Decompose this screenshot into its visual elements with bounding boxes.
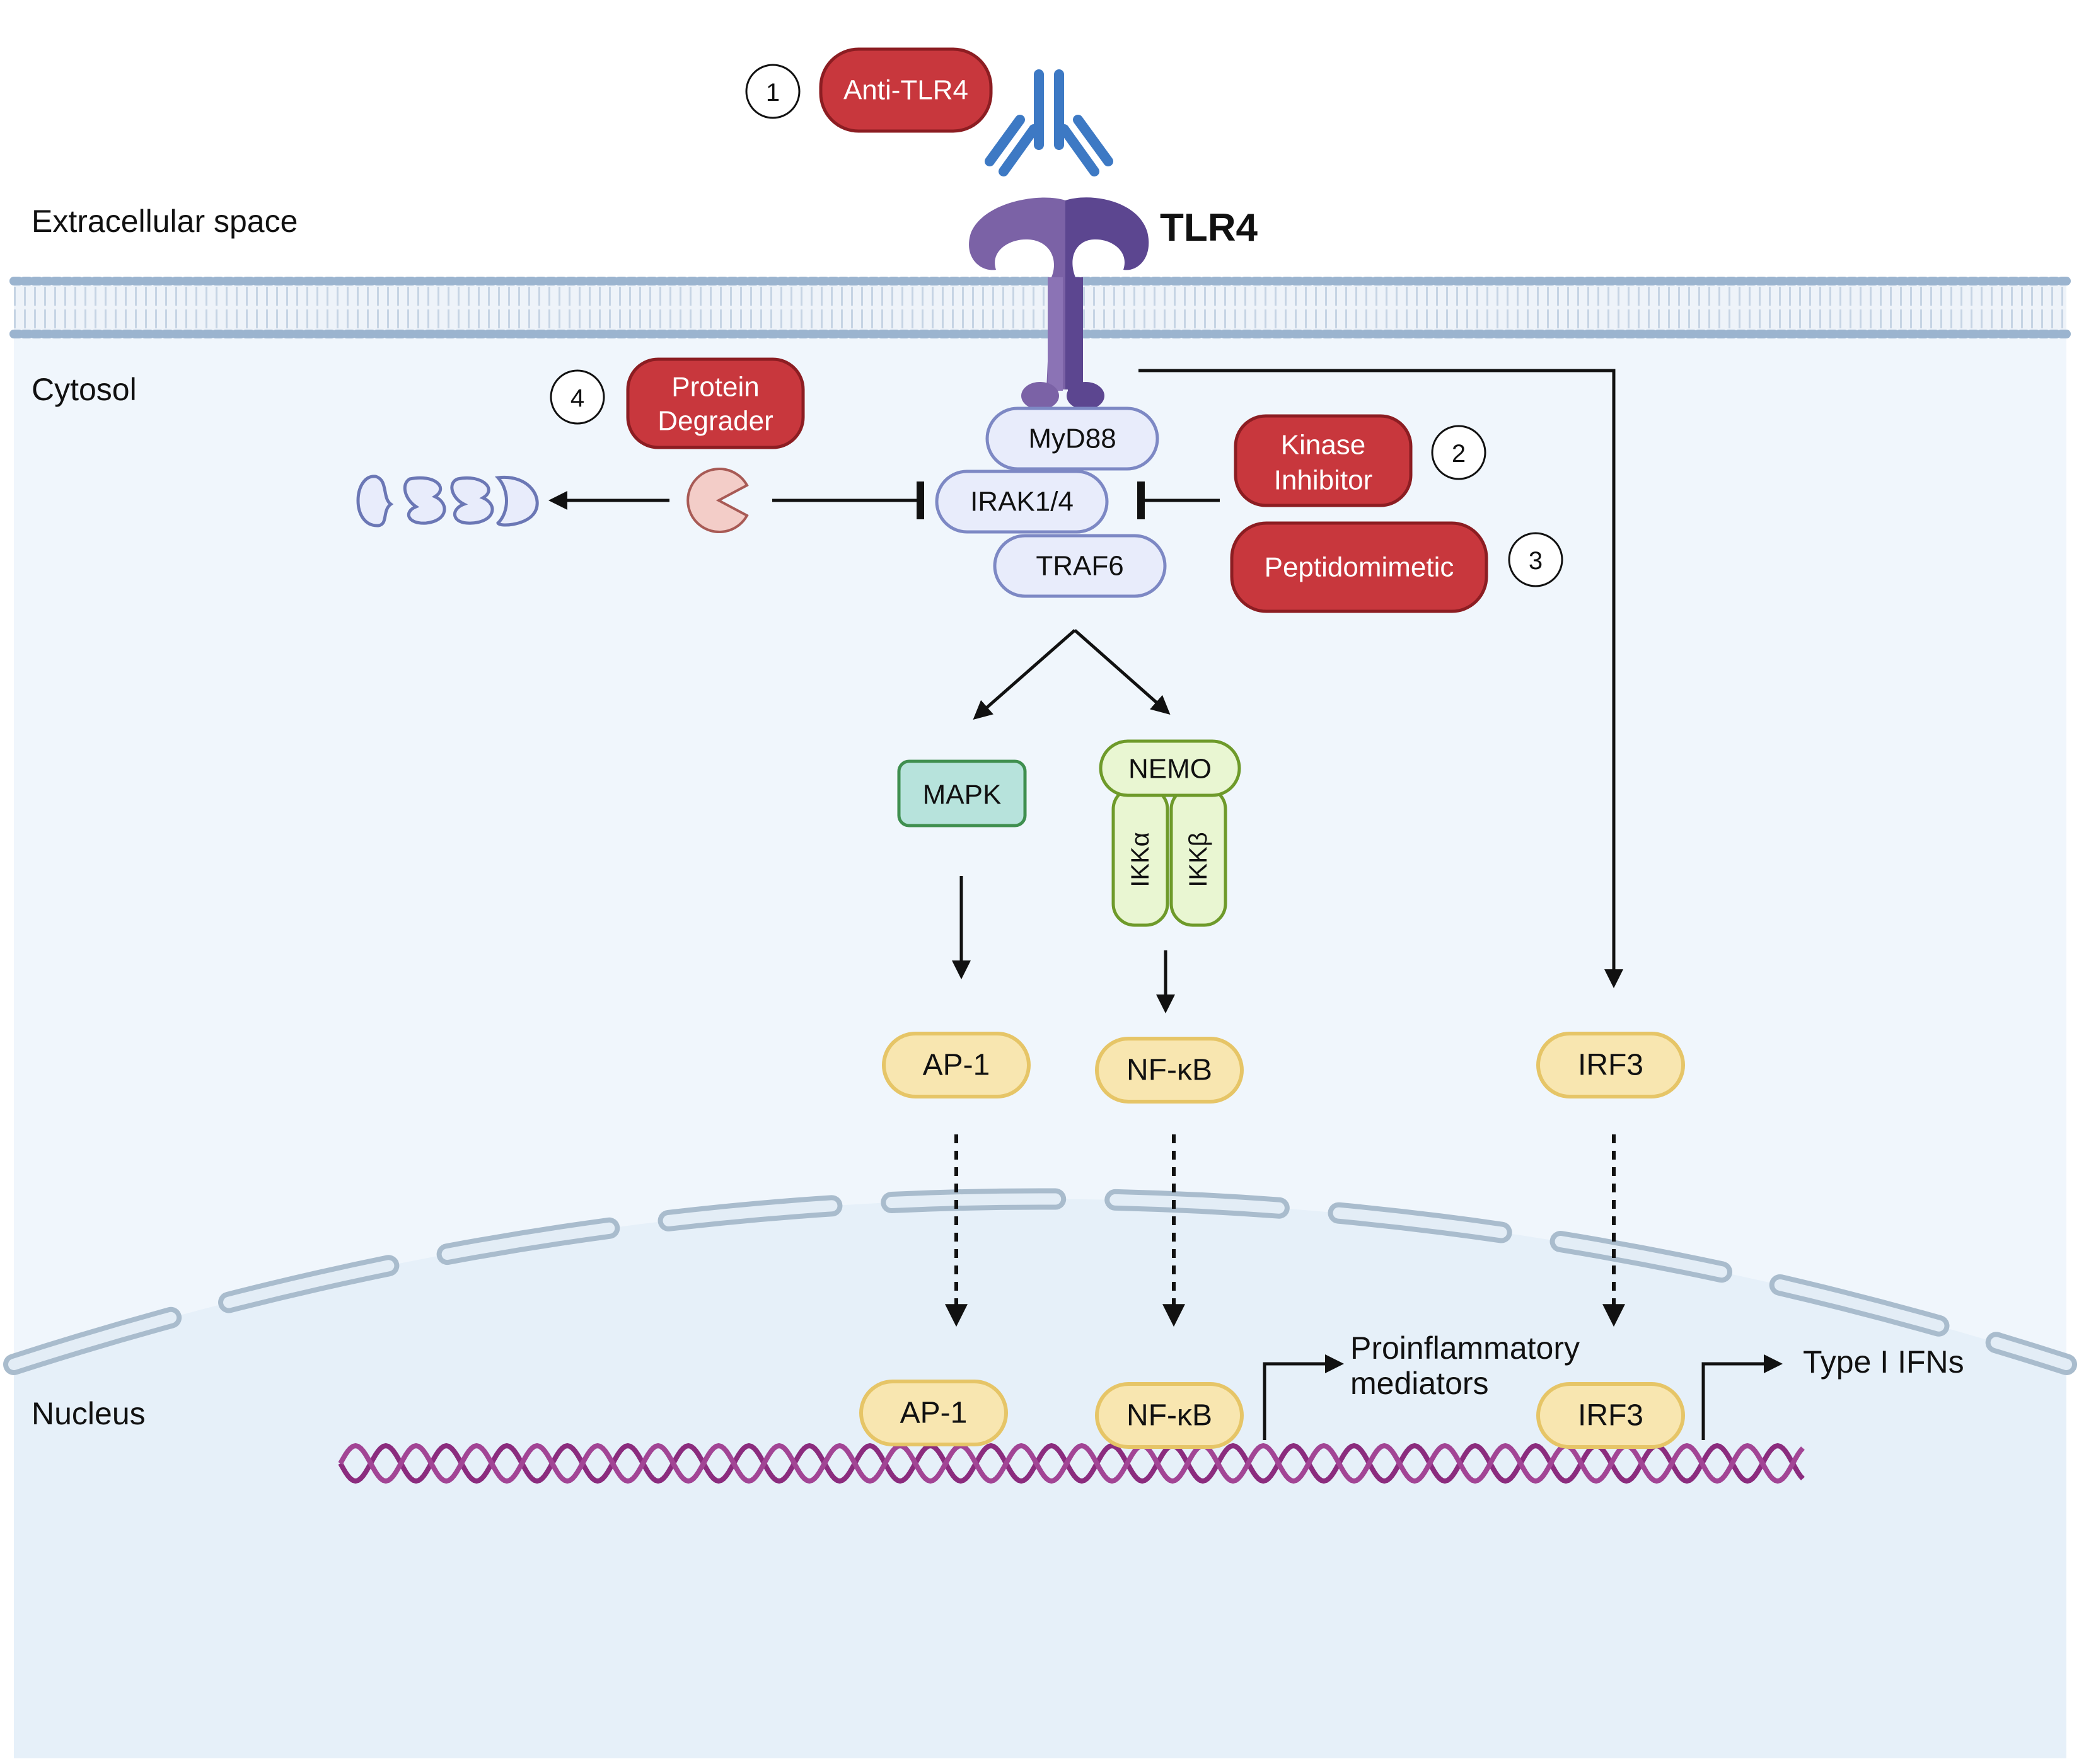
anti-tlr4-label: Anti-TLR4 (843, 75, 968, 106)
irf3-nucleus-label: IRF3 (1578, 1399, 1643, 1433)
proinflammatory-label-line2: mediators (1350, 1366, 1489, 1401)
traf6-to-nemo-arrow (1074, 629, 1171, 715)
tlr4-receptor-icon (969, 197, 1149, 410)
nucleus-background (14, 1199, 2066, 1758)
drug-number-1-badge (745, 64, 801, 119)
peptidomimetic-pill (1230, 521, 1488, 613)
kinase-inhibitor-label-line2: Inhibitor (1274, 465, 1373, 496)
type1-ifn-label: Type I IFNs (1803, 1344, 1964, 1380)
proinflammatory-label-line1: Proinflammatory (1350, 1330, 1580, 1366)
tlr4-to-irf3-path (1138, 369, 1623, 988)
irak-pill (935, 470, 1109, 534)
kinase-inhibitor-label-line1: Kinase (1281, 430, 1366, 461)
region-label-cytosol: Cytosol (32, 372, 137, 407)
region-label-extracellular: Extracellular space (32, 204, 298, 239)
traf6-pill (993, 534, 1167, 598)
protein-degrader-label-line1: Protein (671, 372, 759, 403)
nemo-pill (1099, 739, 1241, 797)
type1-ifn-transcription-arrow (1701, 1354, 1783, 1440)
myd88-pill (985, 406, 1159, 471)
nfkb-cytosol-label: NF-κB (1126, 1054, 1212, 1087)
protein-degrader-label-line2: Degrader (657, 406, 773, 437)
peptidomimetic-label: Peptidomimetic (1265, 552, 1454, 583)
plasma-membrane (9, 277, 2071, 338)
irak-label: IRAK1/4 (970, 487, 1074, 517)
tlr4-label: TLR4 (1160, 206, 1258, 250)
drug-number-2: 2 (1452, 440, 1466, 468)
proinflammatory-transcription-arrow (1263, 1354, 1344, 1440)
region-label-nucleus: Nucleus (32, 1396, 146, 1431)
drug-number-1: 1 (766, 79, 780, 107)
drug-number-2-badge (1431, 425, 1486, 480)
ikkb-label: IKKβ (1184, 832, 1212, 887)
ap1-nucleus-label: AP-1 (900, 1397, 968, 1430)
drug-number-4: 4 (570, 384, 584, 412)
irf3-nucleus-pill (1536, 1382, 1685, 1449)
drug-number-3-badge (1508, 532, 1563, 587)
nemo-label: NEMO (1128, 754, 1212, 785)
ap1-cytosol-label: AP-1 (923, 1049, 990, 1082)
ap1-cytosol-pill (882, 1032, 1031, 1098)
ikka-label: IKKα (1126, 832, 1154, 887)
protein-degrader-pill (626, 357, 805, 449)
traf6-label: TRAF6 (1036, 551, 1123, 582)
ap1-nucleus-pill (859, 1380, 1008, 1446)
irf3-cytosol-label: IRF3 (1578, 1049, 1643, 1082)
drug-number-4-badge (550, 369, 605, 425)
drug-number-3: 3 (1529, 547, 1543, 575)
anti-tlr4-pill (819, 47, 993, 133)
dna-helix-icon (338, 1443, 1805, 1484)
nfkb-nucleus-pill (1095, 1382, 1244, 1449)
traf6-to-mapk-arrow (973, 629, 1076, 720)
myd88-label: MyD88 (1028, 424, 1116, 454)
mapk-box (897, 759, 1027, 827)
nfkb-nucleus-label: NF-κB (1126, 1399, 1212, 1433)
nuclear-envelope-inner (8, 1193, 2072, 1370)
mapk-label: MAPK (923, 780, 1002, 810)
antibody-icon (985, 69, 1113, 176)
kinase-inhibitor-pill (1234, 414, 1413, 507)
nfkb-cytosol-pill (1095, 1037, 1244, 1104)
protein-fragments-icon (356, 475, 539, 527)
irf3-cytosol-pill (1536, 1032, 1685, 1098)
pacman-icon (686, 468, 749, 533)
